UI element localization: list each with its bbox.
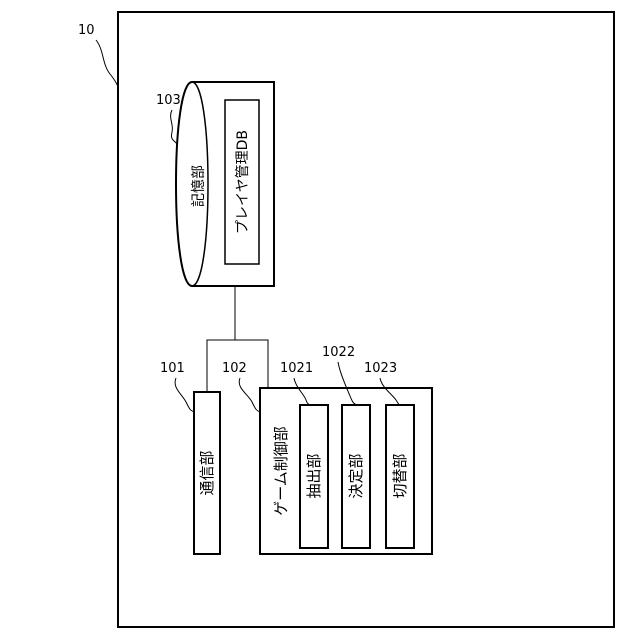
- player-db-label: プレイヤ管理DB: [235, 130, 251, 234]
- storage-ref-leader: [171, 110, 177, 144]
- switching-module-label: 切替部: [391, 453, 409, 498]
- communication-unit-label: 通信部: [198, 450, 216, 495]
- communication-ref-leader: [175, 378, 194, 412]
- system-ref-label: 10: [78, 23, 95, 38]
- decision-module-label: 決定部: [347, 453, 365, 498]
- extraction-module-ref-label: 1021: [280, 361, 313, 376]
- storage-label: 記憶部: [190, 165, 207, 207]
- game-control-ref-leader: [239, 378, 260, 412]
- connector-storage-to-units: [207, 286, 235, 392]
- decision-module-ref-label: 1022: [322, 345, 355, 360]
- game-control-ref-label: 102: [222, 361, 247, 376]
- switching-module-ref-label: 1023: [364, 361, 397, 376]
- game-control-unit-label: ゲーム制御部: [272, 426, 290, 516]
- communication-ref-label: 101: [160, 361, 185, 376]
- storage-unit: プレイヤ管理DB 記憶部: [176, 82, 274, 286]
- extraction-module-label: 抽出部: [305, 453, 323, 498]
- storage-ref-label: 103: [156, 93, 181, 108]
- system-ref-leader: [96, 40, 118, 86]
